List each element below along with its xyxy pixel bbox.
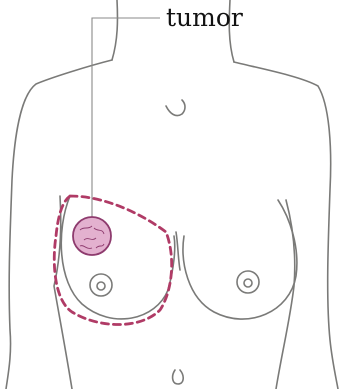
excision-margin-dashed-outline bbox=[54, 196, 171, 325]
tumor-mass bbox=[73, 217, 111, 255]
left-breast-outline bbox=[61, 196, 174, 319]
right-nipple bbox=[244, 279, 252, 287]
right-areola bbox=[237, 271, 259, 293]
right-shoulder-arm-outline bbox=[234, 62, 338, 389]
left-nipple bbox=[97, 282, 105, 290]
cleavage-line bbox=[176, 232, 180, 270]
sternal-notch bbox=[166, 100, 185, 116]
neck-left-line bbox=[112, 0, 117, 60]
right-breast-outline bbox=[183, 200, 297, 319]
left-areola bbox=[90, 274, 112, 296]
label-leader-line bbox=[92, 18, 160, 222]
tumor-label: tumor bbox=[166, 5, 243, 30]
navel bbox=[173, 370, 184, 384]
